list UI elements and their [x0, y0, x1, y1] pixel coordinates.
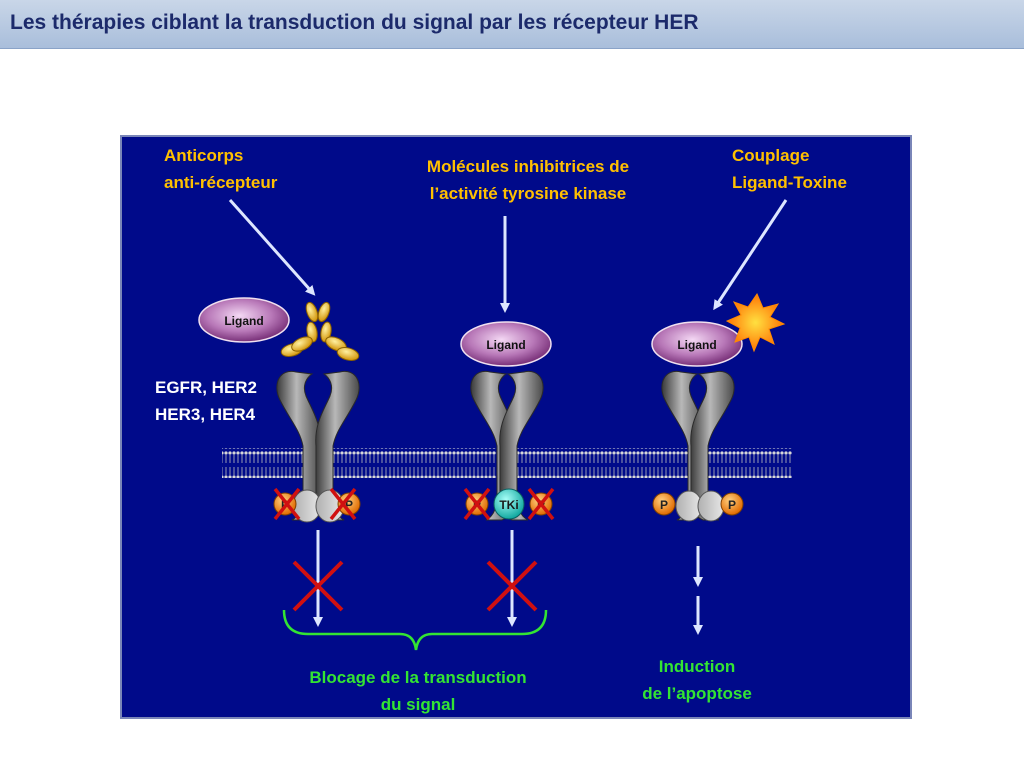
blocage-line1: Blocage de la transduction	[283, 664, 553, 691]
receptors-line1: EGFR, HER2	[155, 374, 257, 401]
phosphate-3a-label: P	[660, 498, 668, 512]
blocage-label: Blocage de la transduction du signal	[283, 664, 553, 718]
green-brace	[284, 610, 546, 650]
anticorps-line1: Anticorps	[164, 142, 277, 169]
anticorps-label: Anticorps anti-récepteur	[164, 142, 277, 196]
phosphate-3b-label: P	[728, 498, 736, 512]
couplage-line1: Couplage	[732, 142, 847, 169]
anticorps-line2: anti-récepteur	[164, 169, 277, 196]
ligand-1-label: Ligand	[224, 314, 263, 328]
couplage-line2: Ligand-Toxine	[732, 169, 847, 196]
blocage-line2: du signal	[283, 691, 553, 718]
molecules-label: Molécules inhibitrices de l’activité tyr…	[398, 153, 658, 207]
couplage-label: Couplage Ligand-Toxine	[732, 142, 847, 196]
tki-label: TKi	[499, 498, 518, 512]
ligand-3-label: Ligand	[677, 338, 716, 352]
induction-label: Induction de l’apoptose	[617, 653, 777, 707]
arrow-antibody	[230, 200, 312, 292]
induction-line1: Induction	[617, 653, 777, 680]
ligand-2-label: Ligand	[486, 338, 525, 352]
molecules-line1: Molécules inhibitrices de	[398, 153, 658, 180]
receptors-label: EGFR, HER2 HER3, HER4	[155, 374, 257, 428]
block-signal-x-icon	[294, 562, 536, 610]
arrow-toxin	[716, 200, 786, 306]
antibody-icon	[280, 301, 360, 363]
receptors-line2: HER3, HER4	[155, 401, 257, 428]
induction-line2: de l’apoptose	[617, 680, 777, 707]
molecules-line2: l’activité tyrosine kinase	[398, 180, 658, 207]
